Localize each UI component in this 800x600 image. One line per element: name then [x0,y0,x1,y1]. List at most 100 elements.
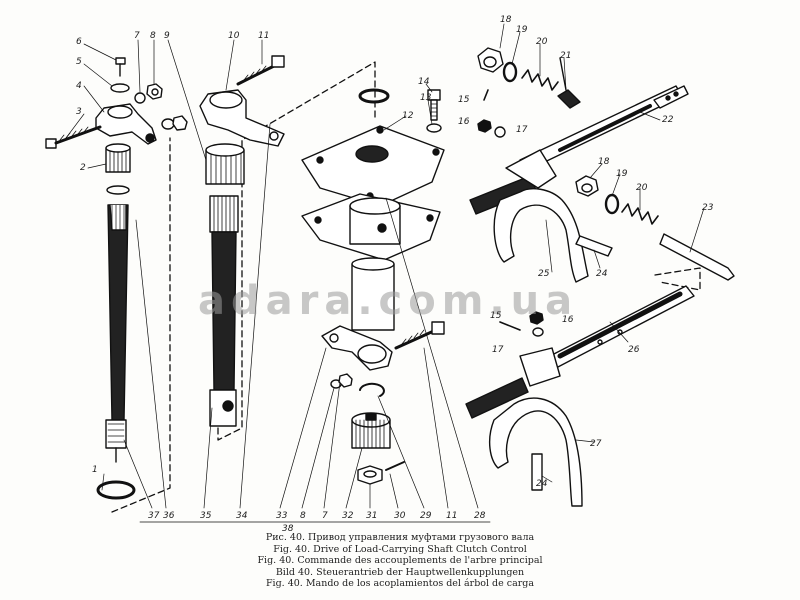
washer-17 [494,126,506,138]
washer-13 [426,123,442,133]
splined-sleeve-2 [105,143,131,173]
callout-9: 9 [164,31,170,41]
callout-18-mid: 18 [598,157,610,167]
gear-32 [351,412,391,449]
callout-2: 2 [80,163,86,173]
callout-21: 21 [560,51,571,61]
washer-19-mid [604,193,620,215]
callout-15-top: 15 [458,95,470,105]
callout-4: 4 [76,81,82,91]
callout-16-lower: 16 [562,315,574,325]
nut-8 [146,83,163,100]
lever-10 [199,89,285,147]
callout-11-bottom: 11 [446,511,457,521]
nut-31 [357,465,383,485]
callout-35: 35 [200,511,212,521]
washer-17-lower [532,327,544,337]
figure-caption: Рис. 40. Привод управления муфтами грузо… [0,532,800,590]
leader-lines [65,23,705,509]
washer-19-top [502,61,518,83]
callout-11: 11 [258,31,269,41]
cotter-pin-30 [385,461,405,471]
lower-fork-assembly [465,285,695,507]
callout-16-top: 16 [458,117,470,127]
callout-12: 12 [402,111,414,121]
nut-8-lower [338,373,353,388]
callout-28: 28 [474,511,486,521]
snap-ring-29 [359,382,385,397]
ring [106,185,130,195]
upper-fork-assembly [469,47,735,283]
bolt-6 [115,57,126,77]
callout-5: 5 [76,57,82,67]
shift-fork-27 [465,347,583,507]
callout-17-lower: 17 [492,345,504,355]
callout-22: 22 [662,115,674,125]
cover-plate-12 [301,125,445,207]
callout-numbers: 6 5 4 3 2 7 8 9 10 11 14 13 12 18 19 20 … [76,15,714,534]
callout-34: 34 [236,511,248,521]
watermark-text: adara.com.ua [198,278,578,324]
pin-24-lower [531,453,543,491]
callout-15-lower: 15 [490,311,502,321]
callout-29: 29 [420,511,432,521]
caption-ru: Рис. 40. Привод управления муфтами грузо… [265,532,535,543]
bolt-3 [45,125,102,149]
callout-23: 23 [702,203,714,213]
callout-7-bottom: 7 [322,511,328,521]
callout-24-lower: 24 [536,479,548,489]
callout-18-top: 18 [500,15,512,25]
nut-16-lower [529,311,544,325]
dashed-assembly-lines [111,61,701,513]
splined-sleeve-35 [205,143,245,185]
callout-36: 36 [163,511,175,521]
rod-23 [659,233,735,281]
nut-18-mid [575,175,599,197]
caption-fr: Fig. 40. Commande des accouplements de l… [257,555,543,566]
callout-6: 6 [76,37,82,47]
callout-33: 33 [276,511,288,521]
washer-1 [96,480,136,500]
callout-13: 13 [420,93,432,103]
callout-38: 38 [282,524,294,534]
plunger-21 [557,57,581,109]
callout-20-top: 20 [536,37,548,47]
long-shaft-37 [105,204,129,463]
callout-8: 8 [150,31,156,41]
callout-24-top: 24 [596,269,608,279]
callout-27: 27 [590,439,602,449]
callout-37: 37 [148,511,160,521]
shift-fork-25 [469,149,589,283]
nut-18-top [477,47,504,73]
callout-1: 1 [92,465,98,475]
callout-17-top: 17 [516,125,528,135]
bolt-11 [236,55,285,86]
spring-20-top [521,69,559,91]
callout-31: 31 [366,511,377,521]
callout-26: 26 [628,345,640,355]
o-ring [358,88,390,104]
callout-25: 25 [538,269,550,279]
callout-7: 7 [134,31,140,41]
lower-lever [321,325,393,371]
callout-10: 10 [228,31,240,41]
cotter-pin-15 [483,89,489,101]
washer-7 [134,92,146,104]
middle-shaft-assembly [199,55,285,427]
left-shaft-assembly [45,57,188,500]
cotter-pin-15-lower [499,321,521,331]
center-housing-assembly [301,88,445,485]
spring-20-mid [621,203,659,225]
bolt-lower [394,321,445,350]
washer-5 [110,83,130,93]
long-shaft-35 [209,195,239,427]
callout-19-mid: 19 [616,169,628,179]
caption-es: Fig. 40. Mando de los acoplamientos del … [265,578,535,589]
callout-3: 3 [76,107,82,117]
callout-8-bottom: 8 [300,511,306,521]
pin-24-top [575,235,613,257]
nut-16 [477,119,492,133]
callout-14: 14 [418,77,430,87]
